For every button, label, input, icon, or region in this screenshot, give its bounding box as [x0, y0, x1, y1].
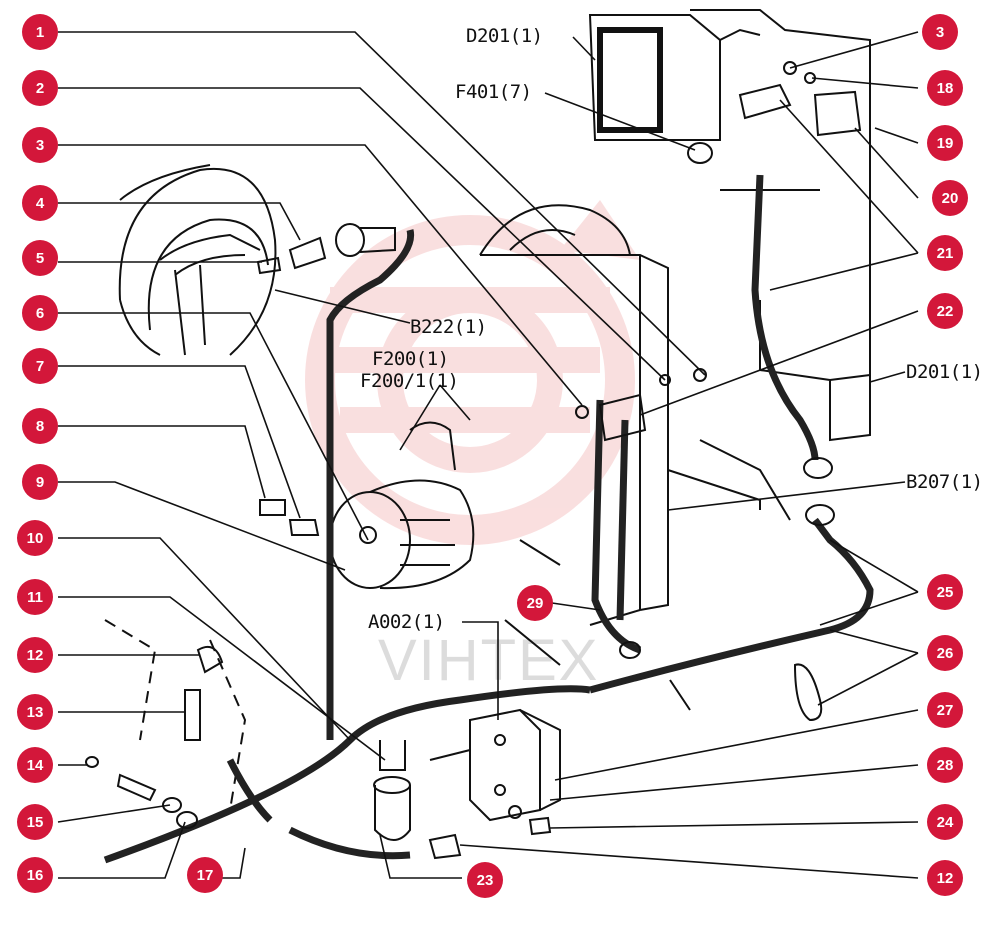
callouts: 1 2 3 4 5 6 7 8 9 10 11 12 13 14 15 16 1…: [17, 14, 968, 898]
callout-18: 18: [927, 70, 963, 106]
ref-label-b207: B207(1): [906, 471, 983, 493]
ref-label-a002: A002(1): [368, 611, 445, 633]
callout-29: 29: [517, 585, 553, 621]
svg-text:10: 10: [27, 530, 44, 547]
small-parts: [85, 61, 862, 860]
callout-24: 24: [927, 804, 963, 840]
callout-5: 5: [22, 240, 58, 276]
callout-4: 4: [22, 185, 58, 221]
flywheel-pulley: [118, 164, 277, 356]
watermark-text: VIHTEX: [378, 628, 600, 693]
svg-text:9: 9: [36, 474, 44, 491]
svg-text:13: 13: [27, 704, 44, 721]
svg-text:5: 5: [36, 250, 44, 267]
leader-lines: [57, 31, 919, 879]
callout-27: 27: [927, 692, 963, 728]
svg-text:7: 7: [36, 358, 44, 375]
svg-text:15: 15: [27, 814, 44, 831]
callout-8: 8: [22, 408, 58, 444]
svg-text:6: 6: [36, 305, 44, 322]
machine-drawing: [85, 9, 874, 864]
callout-7: 7: [22, 348, 58, 384]
callout-26: 26: [927, 635, 963, 671]
callout-23: 23: [467, 862, 503, 898]
svg-text:18: 18: [937, 80, 954, 97]
svg-text:23: 23: [477, 872, 494, 889]
svg-text:22: 22: [937, 303, 954, 320]
reference-labels: D201(1) F401(7) B222(1) F200(1) F200/1(1…: [360, 25, 983, 633]
ref-label-f401: F401(7): [455, 81, 532, 103]
callout-2: 2: [22, 70, 58, 106]
svg-text:2: 2: [36, 80, 44, 97]
dashed-guides: [104, 619, 247, 811]
svg-text:29: 29: [527, 595, 544, 612]
ref-label-d201-right: D201(1): [906, 361, 983, 383]
callout-12-right: 12: [927, 860, 963, 896]
wiring-harness: [103, 174, 874, 864]
callout-11: 11: [17, 579, 53, 615]
ref-label-f200-1: F200/1(1): [360, 370, 458, 392]
control-housing: [588, 9, 871, 442]
svg-text:12: 12: [937, 870, 954, 887]
svg-text:16: 16: [27, 867, 44, 884]
callout-20: 20: [932, 180, 968, 216]
ref-label-d201-top: D201(1): [466, 25, 543, 47]
callout-16: 16: [17, 857, 53, 893]
svg-text:11: 11: [27, 589, 43, 606]
svg-text:20: 20: [942, 190, 959, 207]
svg-text:3: 3: [36, 137, 44, 154]
callout-9: 9: [22, 464, 58, 500]
callout-3-right: 3: [922, 14, 958, 50]
svg-text:24: 24: [937, 814, 954, 831]
callout-28: 28: [927, 747, 963, 783]
callout-17: 17: [187, 857, 223, 893]
callout-19: 19: [927, 125, 963, 161]
ref-label-f200: F200(1): [372, 348, 449, 370]
callout-15: 15: [17, 804, 53, 840]
callout-14: 14: [17, 747, 53, 783]
svg-text:17: 17: [197, 867, 214, 884]
callout-21: 21: [927, 235, 963, 271]
callout-10: 10: [17, 520, 53, 556]
svg-text:14: 14: [27, 757, 44, 774]
svg-text:4: 4: [36, 195, 45, 212]
svg-text:1: 1: [36, 24, 44, 41]
svg-text:25: 25: [937, 584, 954, 601]
ref-label-b222: B222(1): [410, 316, 487, 338]
svg-text:27: 27: [937, 702, 954, 719]
callout-6: 6: [22, 295, 58, 331]
svg-text:8: 8: [36, 418, 44, 435]
watermark-logo: [305, 200, 640, 545]
callout-25: 25: [927, 574, 963, 610]
callout-3-left: 3: [22, 127, 58, 163]
svg-text:12: 12: [27, 647, 44, 664]
svg-text:26: 26: [937, 645, 954, 662]
mounting-bracket: [429, 708, 561, 822]
svg-text:28: 28: [937, 757, 954, 774]
callout-12-left: 12: [17, 637, 53, 673]
cabinet-panel: [479, 204, 791, 626]
callout-22: 22: [927, 293, 963, 329]
callout-13: 13: [17, 694, 53, 730]
svg-text:21: 21: [937, 245, 954, 262]
reservoir-cylinder: [373, 740, 411, 841]
svg-text:3: 3: [936, 24, 944, 41]
callout-1: 1: [22, 14, 58, 50]
svg-text:19: 19: [937, 135, 954, 152]
